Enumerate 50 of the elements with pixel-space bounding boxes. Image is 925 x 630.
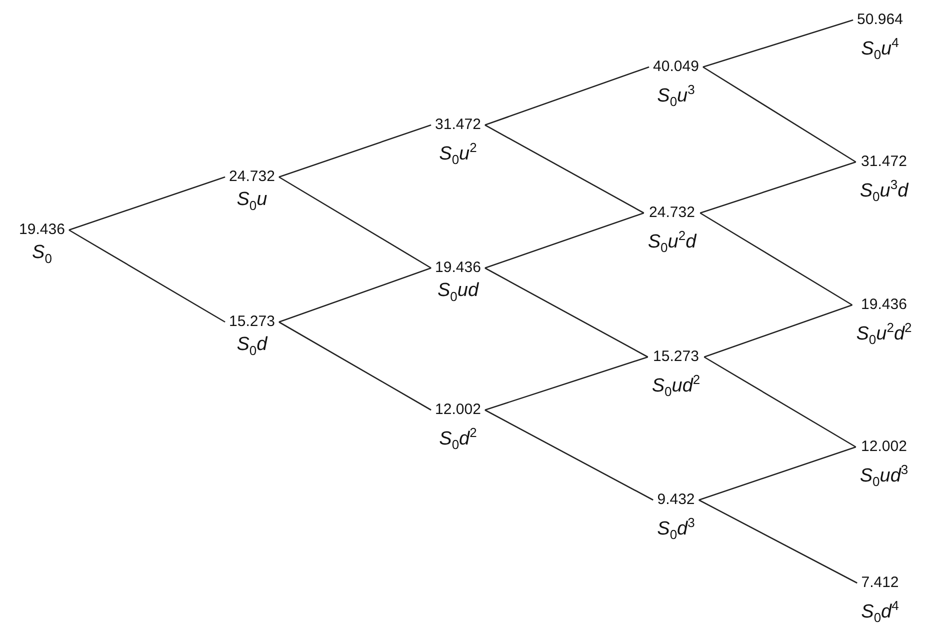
tree-branch-line bbox=[278, 176, 432, 269]
tree-branch-line bbox=[484, 66, 650, 126]
price-formula: S$_{0}$d$^{2}$ bbox=[439, 424, 477, 454]
price-formula: S$_{0}$ bbox=[32, 242, 52, 268]
price-formula: S$_{0}$ud$^{2}$ bbox=[652, 371, 700, 402]
price-formula: S$_{0}$ud$^{3}$ bbox=[860, 461, 908, 492]
price-formula: S$_{0}$d bbox=[236, 334, 268, 360]
tree-branch-line bbox=[698, 446, 856, 501]
price-value: 19.436 bbox=[435, 259, 481, 277]
tree-branch-line bbox=[278, 124, 432, 178]
tree-branch-line bbox=[484, 267, 648, 358]
price-formula: S$_{0}$u$^{2}$ bbox=[439, 139, 477, 170]
price-formula: S$_{0}$u$^{4}$ bbox=[861, 34, 899, 64]
price-value: 15.273 bbox=[653, 348, 699, 366]
price-formula: S$_{0}$u$^{2}$d bbox=[648, 227, 696, 258]
price-formula: S$_{0}$ud bbox=[437, 280, 479, 306]
price-value: 12.002 bbox=[435, 401, 481, 419]
price-value: 19.436 bbox=[861, 296, 907, 314]
tree-branch-line bbox=[702, 19, 854, 68]
price-value: 19.436 bbox=[19, 221, 65, 239]
price-value: 24.732 bbox=[649, 204, 695, 222]
price-value: 9.432 bbox=[657, 491, 695, 509]
price-value: 31.472 bbox=[435, 116, 481, 134]
price-formula: S$_{0}$u bbox=[236, 189, 268, 215]
tree-branch-line bbox=[68, 229, 226, 323]
price-formula: S$_{0}$u$^{3}$d bbox=[860, 176, 908, 206]
tree-branch-line bbox=[700, 212, 853, 306]
price-formula: S$_{0}$u$^{3}$ bbox=[657, 81, 695, 112]
tree-branch-line bbox=[702, 66, 856, 163]
price-value: 50.964 bbox=[857, 11, 903, 29]
price-value: 12.002 bbox=[861, 438, 907, 456]
price-formula: S$_{0}$u$^{2}$d$^{2}$ bbox=[856, 319, 912, 350]
price-formula: S$_{0}$d$^{4}$ bbox=[861, 597, 899, 628]
price-value: 31.472 bbox=[861, 153, 907, 171]
tree-branch-line bbox=[278, 267, 432, 323]
tree-branch-line bbox=[704, 304, 852, 358]
tree-branch-line bbox=[278, 321, 432, 411]
price-value: 15.273 bbox=[229, 313, 275, 331]
tree-branch-line bbox=[484, 124, 644, 214]
price-value: 24.732 bbox=[229, 168, 275, 186]
tree-branch-line bbox=[698, 499, 858, 584]
tree-branch-line bbox=[484, 356, 648, 411]
tree-branch-line bbox=[68, 176, 226, 231]
price-formula: S$_{0}$d$^{3}$ bbox=[657, 514, 695, 544]
tree-branch-line bbox=[700, 161, 856, 214]
tree-branch-line bbox=[484, 212, 644, 269]
price-value: 40.049 bbox=[653, 58, 699, 76]
tree-branch-line bbox=[484, 409, 654, 501]
price-value: 7.412 bbox=[861, 574, 899, 592]
tree-branch-line bbox=[704, 356, 856, 448]
